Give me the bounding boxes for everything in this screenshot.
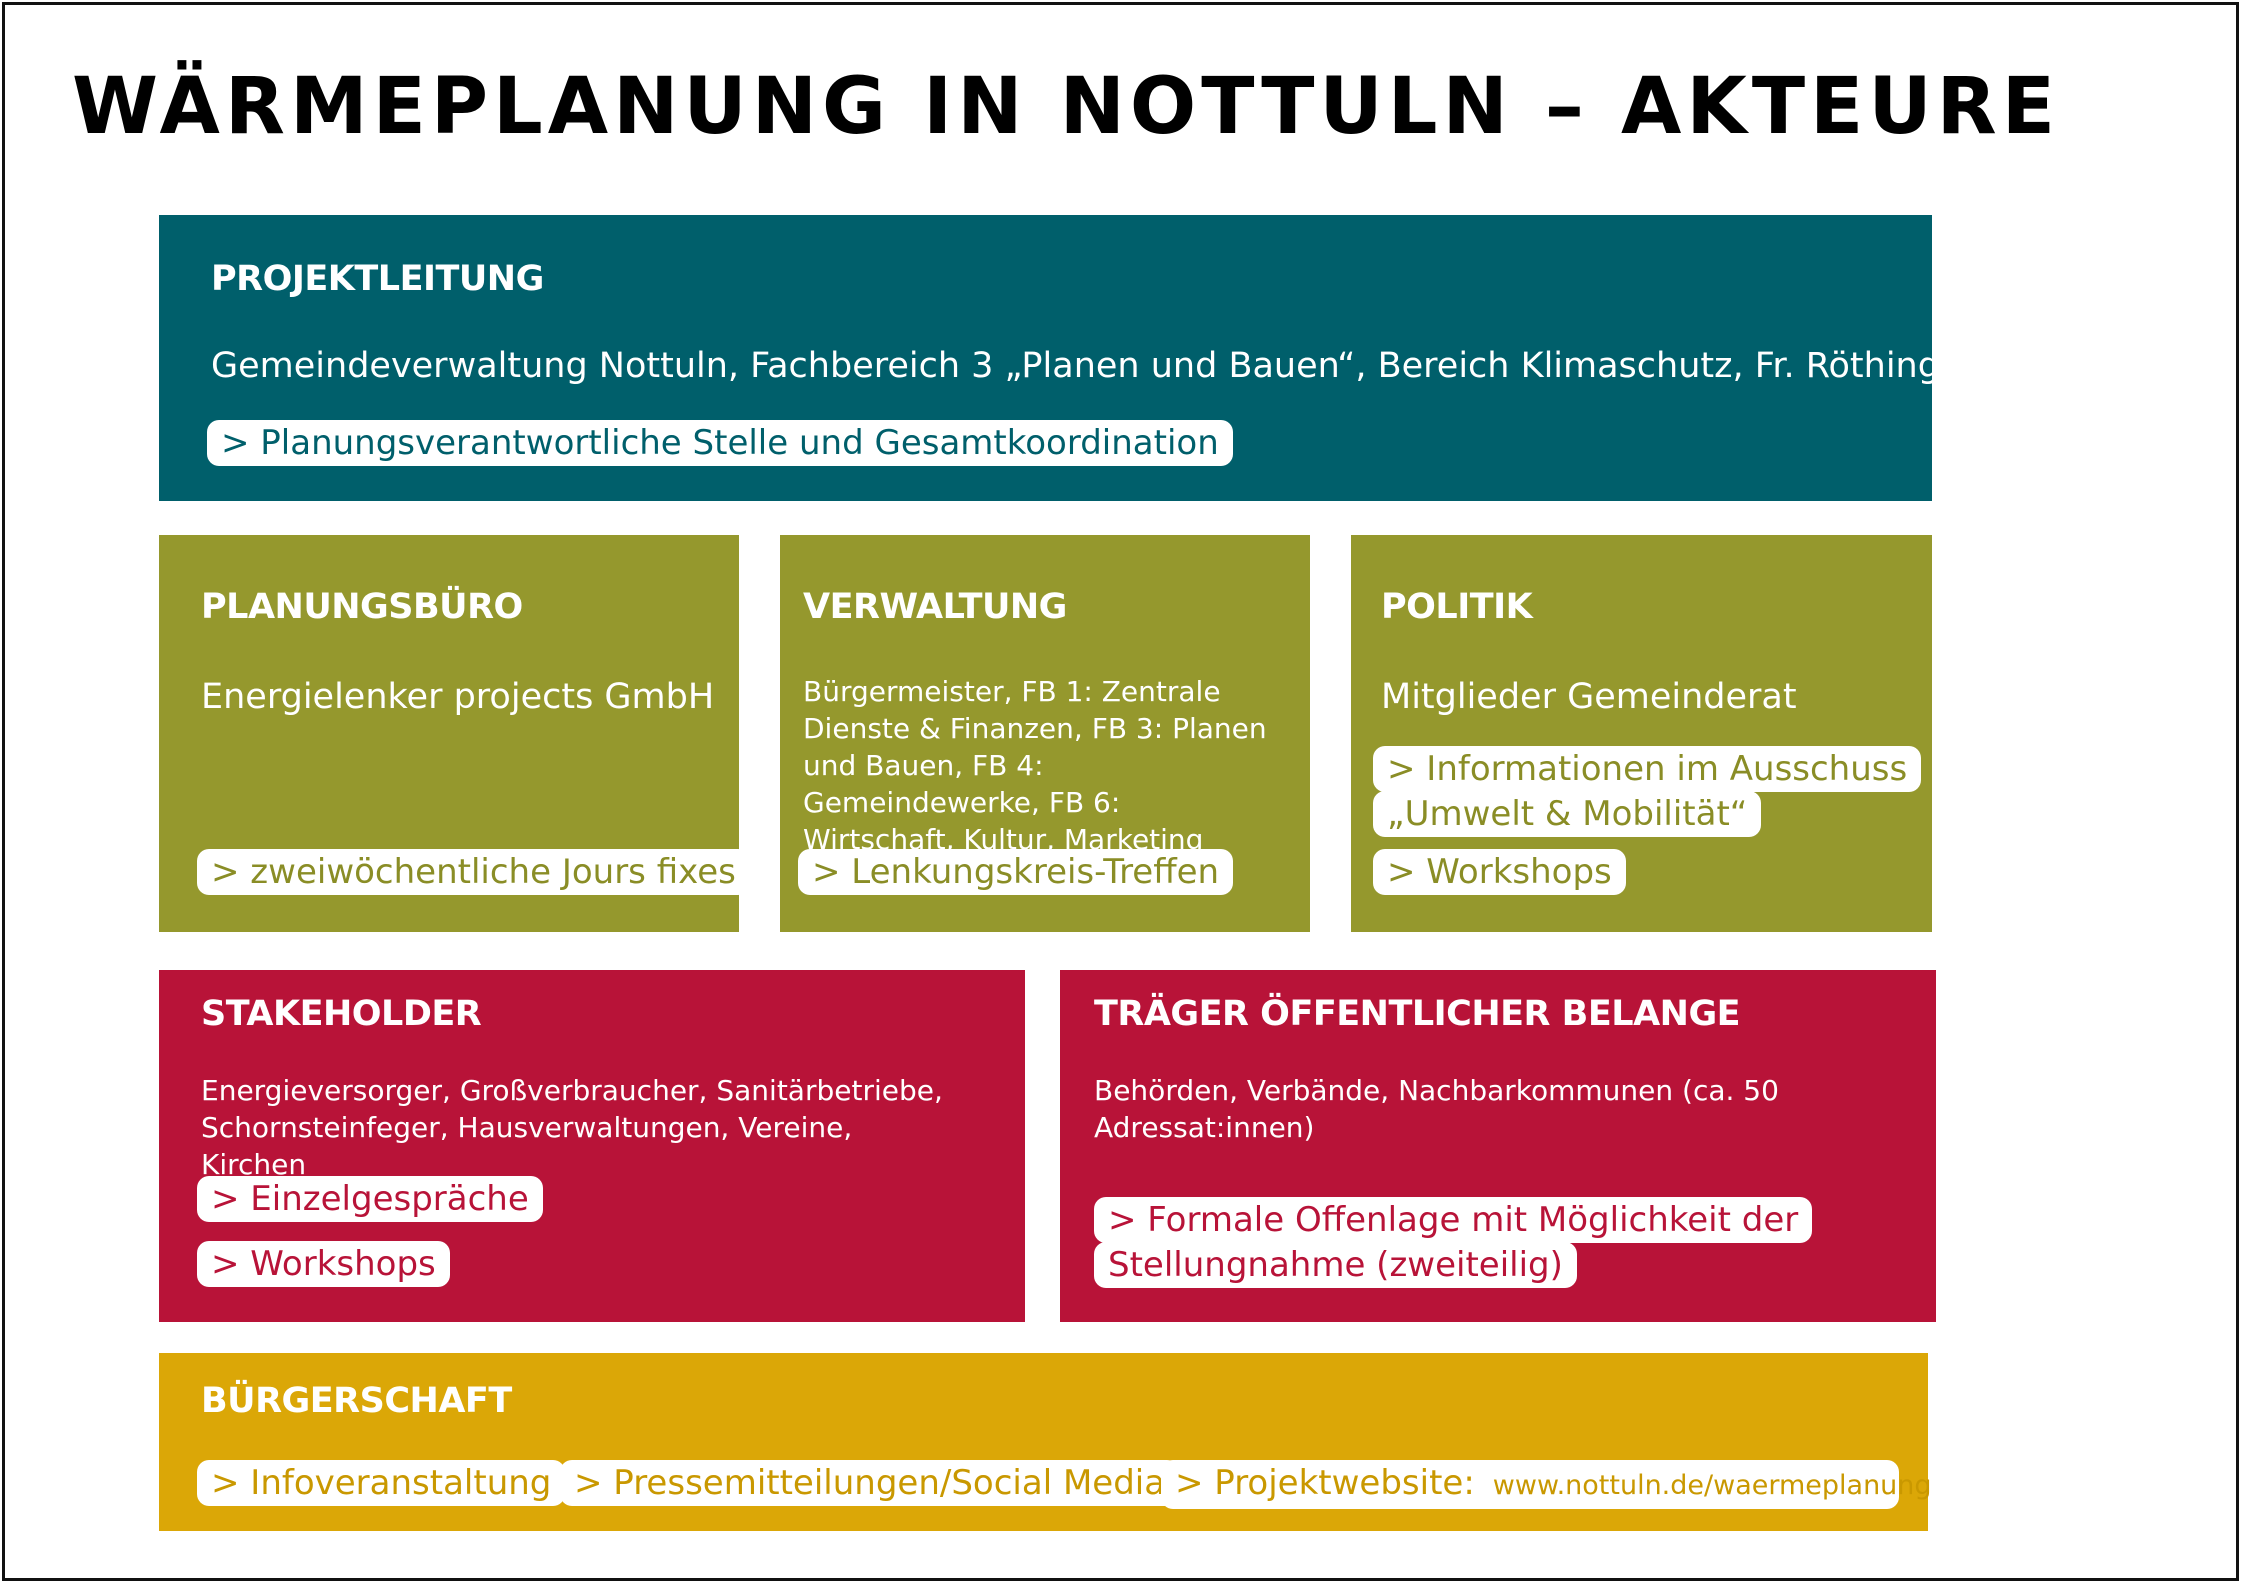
politik-pill-workshops: > Workshops <box>1373 849 1626 895</box>
projektwebsite-url[interactable]: www.nottuln.de/waermeplanung <box>1492 1470 1932 1501</box>
verwaltung-heading: VERWALTUNG <box>803 587 1067 627</box>
planungsbuero-text: Energielenker projects GmbH <box>201 677 715 717</box>
projektwebsite-label: > Projektwebsite: <box>1175 1463 1475 1503</box>
politik-pill-informationen-line-1: > Informationen im Ausschuss <box>1373 746 1922 792</box>
toeb-heading: TRÄGER ÖFFENTLICHER BELANGE <box>1094 994 1741 1034</box>
buergerschaft-pill-pressemitteilungen: > Pressemitteilungen/Social Media <box>560 1460 1180 1506</box>
buergerschaft-pill-projektwebsite: > Projektwebsite: www.nottuln.de/waermepl… <box>1161 1460 1932 1509</box>
projektleitung-text: Gemeindeverwaltung Nottuln, Fachbereich … <box>211 346 1976 386</box>
stakeholder-box: STAKEHOLDER Energieversorger, Großverbra… <box>159 970 1025 1322</box>
politik-pill-informationen-line-2: „Umwelt & Mobilität“ <box>1373 791 1762 837</box>
verwaltung-text: Bürgermeister, FB 1: Zentrale Dienste & … <box>803 675 1267 856</box>
buergerschaft-box: BÜRGERSCHAFT > Infoveranstaltung > Press… <box>159 1353 1932 1531</box>
stakeholder-pill-workshops: > Workshops <box>197 1241 450 1287</box>
planungsbuero-pill: > zweiwöchentliche Jours fixes <box>197 849 750 895</box>
planungsbuero-box: PLANUNGSBÜRO Energielenker projects GmbH… <box>159 535 750 932</box>
planungsbuero-heading: PLANUNGSBÜRO <box>201 587 523 627</box>
toeb-pill-line-1: > Formale Offenlage mit Möglichkeit der <box>1094 1197 1813 1243</box>
stakeholder-heading: STAKEHOLDER <box>201 994 482 1034</box>
toeb-pill-line-2: Stellungnahme (zweiteilig) <box>1094 1242 1577 1288</box>
politik-heading: POLITIK <box>1381 587 1533 627</box>
buergerschaft-pill-infoveranstaltung: > Infoveranstaltung <box>197 1460 566 1506</box>
stakeholder-pill-einzelgespraeche: > Einzelgespräche <box>197 1176 543 1222</box>
politik-text: Mitglieder Gemeinderat <box>1381 677 1797 717</box>
verwaltung-box: VERWALTUNG Bürgermeister, FB 1: Zentrale… <box>780 535 1310 932</box>
projektleitung-heading: PROJEKTLEITUNG <box>211 259 544 299</box>
verwaltung-pill: > Lenkungskreis-Treffen <box>798 849 1234 895</box>
buergerschaft-heading: BÜRGERSCHAFT <box>201 1381 512 1421</box>
projektleitung-pill: > Planungsverantwortliche Stelle und Ges… <box>207 420 1233 466</box>
toeb-text: Behörden, Verbände, Nachbarkommunen (ca.… <box>1094 1074 1779 1144</box>
politik-box: POLITIK Mitglieder Gemeinderat > Informa… <box>1351 535 1932 932</box>
toeb-box: TRÄGER ÖFFENTLICHER BELANGE Behörden, Ve… <box>1060 970 1936 1322</box>
stakeholder-text: Energieversorger, Großverbraucher, Sanit… <box>201 1074 943 1181</box>
page-title: WÄRMEPLANUNG IN NOTTULN – AKTEURE <box>72 62 2061 152</box>
projektleitung-box: PROJEKTLEITUNG Gemeindeverwaltung Nottul… <box>159 215 1976 501</box>
